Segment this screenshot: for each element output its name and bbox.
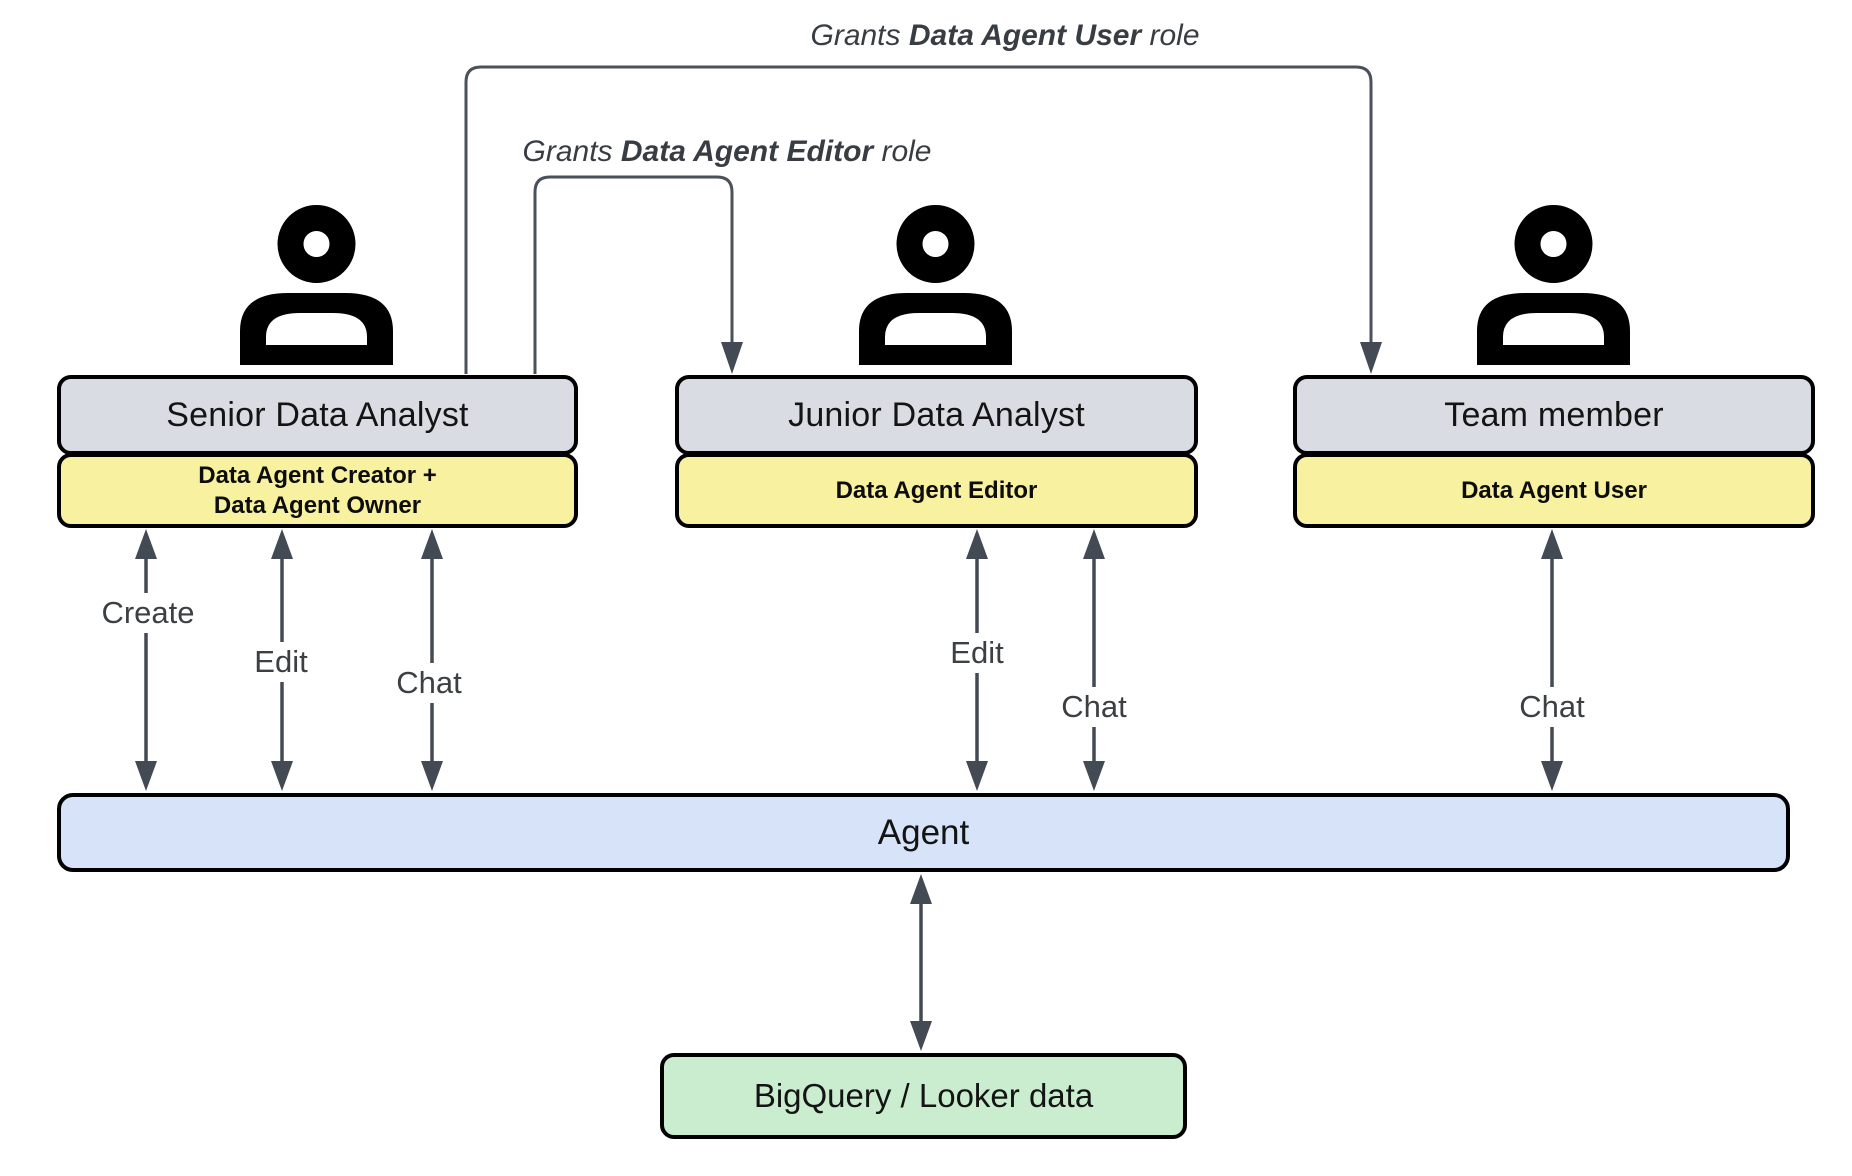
junior-role-label: Data Agent Editor — [835, 476, 1038, 504]
grants-user-connector — [464, 65, 1373, 374]
grants-user-label: Grants Data Agent User role — [810, 19, 1199, 53]
team-chat-label: Chat — [1510, 687, 1594, 727]
grants-user-prefix: Grants — [810, 19, 909, 52]
team-role-label: Data Agent User — [1461, 476, 1647, 504]
grants-user-arrowhead — [1360, 342, 1382, 374]
senior-chat-label: Chat — [387, 663, 471, 703]
team-person-icon — [1477, 205, 1630, 365]
grants-editor-suffix: role — [873, 135, 932, 168]
team-member-box: Team member — [1293, 375, 1815, 455]
actor-agent-arrows — [135, 529, 1563, 1051]
grants-editor-label: Grants Data Agent Editor role — [523, 135, 932, 169]
agent-bar: Agent — [57, 793, 1790, 872]
junior-role-box: Data Agent Editor — [675, 453, 1198, 528]
grants-editor-role: Data Agent Editor — [620, 135, 874, 168]
junior-edit-label: Edit — [941, 633, 1013, 673]
senior-role-line1: Data Agent Creator + — [198, 462, 437, 490]
agent-label: Agent — [877, 812, 970, 852]
agent-datastore-arrow — [910, 874, 932, 1051]
grants-user-suffix: role — [1141, 19, 1200, 52]
senior-person-icon — [240, 205, 393, 365]
create-label: Create — [92, 593, 204, 633]
senior-role-box: Data Agent Creator + Data Agent Owner — [57, 453, 578, 528]
senior-edit-label: Edit — [245, 642, 317, 682]
junior-person-icon — [859, 205, 1012, 365]
team-role-box: Data Agent User — [1293, 453, 1815, 528]
grants-user-role: Data Agent User — [908, 19, 1142, 52]
junior-chat-label: Chat — [1052, 687, 1136, 727]
grants-editor-connector — [533, 175, 734, 374]
senior-analyst-title: Senior Data Analyst — [166, 395, 469, 434]
junior-analyst-box: Junior Data Analyst — [675, 375, 1198, 455]
junior-analyst-title: Junior Data Analyst — [788, 395, 1085, 434]
create-arrow — [135, 529, 157, 791]
team-member-title: Team member — [1444, 395, 1664, 434]
junior-chat-arrow — [1083, 529, 1105, 791]
team-chat-arrow — [1541, 529, 1563, 791]
datastore-label: BigQuery / Looker data — [753, 1077, 1094, 1114]
datastore-box: BigQuery / Looker data — [660, 1053, 1187, 1139]
grants-editor-prefix: Grants — [522, 135, 621, 168]
senior-analyst-box: Senior Data Analyst — [57, 375, 578, 455]
senior-role-line2: Data Agent Owner — [213, 491, 422, 519]
grants-editor-arrowhead — [721, 342, 743, 374]
senior-chat-arrow — [421, 529, 443, 791]
